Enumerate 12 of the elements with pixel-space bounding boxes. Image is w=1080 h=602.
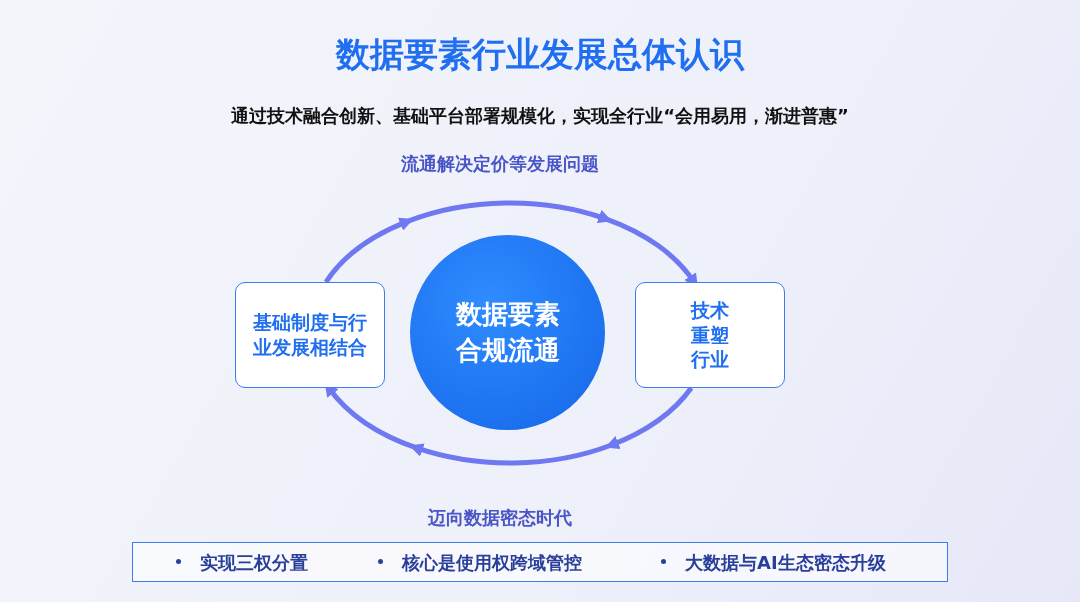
- edge-label: 流通解决定价等发展问题: [400, 152, 600, 176]
- bullet-text: 实现三权分置: [200, 551, 308, 575]
- title: 数据要素行业发展总体认识: [334, 33, 746, 76]
- subtitle: 通过技术融合创新、基础平台部署规模化，实现全行业“会用易用，渐进普惠”: [230, 104, 850, 128]
- bullet-text: 大数据与AI生态密态升级: [685, 551, 886, 575]
- text-box: 基础制度与行业发展相结合: [235, 282, 385, 388]
- center-circle: 数据要素合规流通: [410, 235, 605, 430]
- bullet-text: 核心是使用权跨域管控: [402, 551, 582, 575]
- cycle-arrow: [324, 200, 697, 284]
- text-box: 技术重塑行业: [635, 282, 785, 388]
- cycle-arrow: [325, 386, 694, 466]
- edge-label: 迈向数据密态时代: [427, 506, 573, 530]
